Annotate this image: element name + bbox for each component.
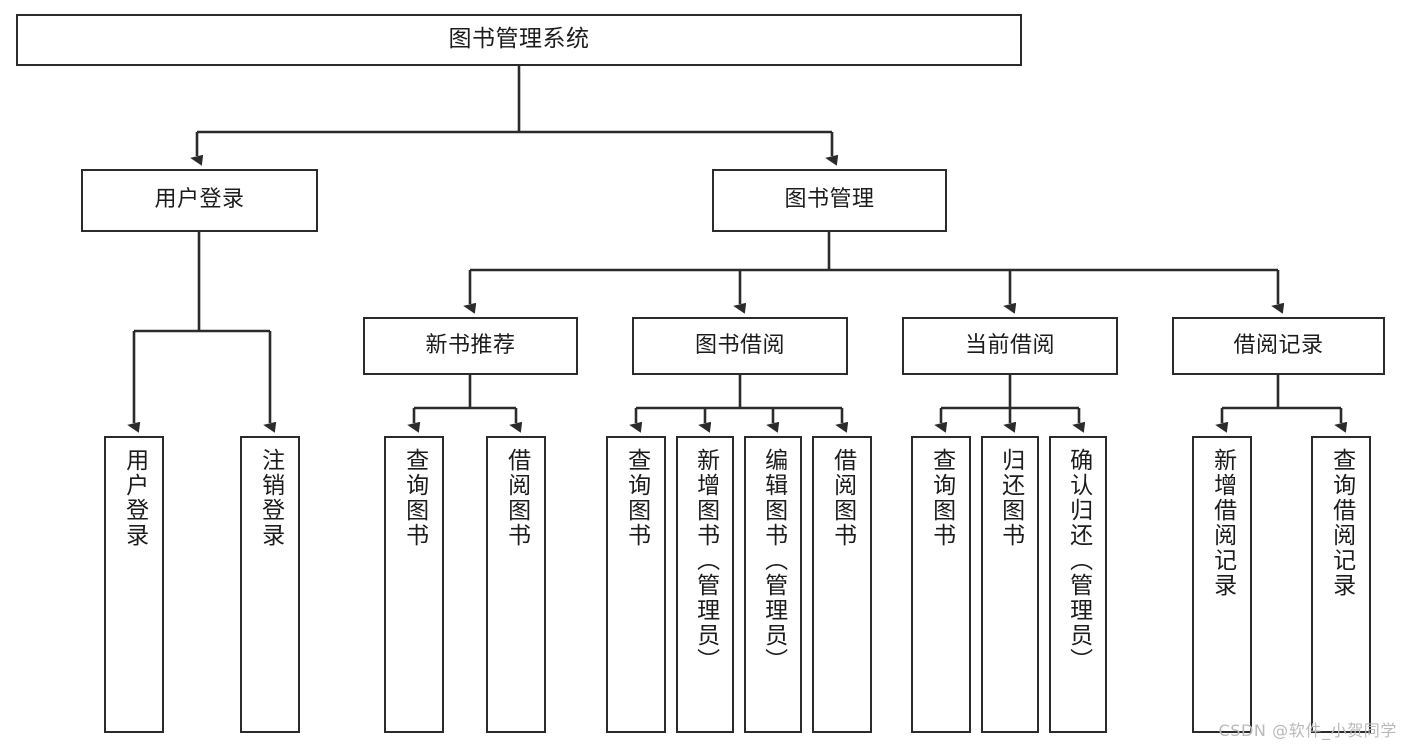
node-book-borrow[interactable]: 图书借阅	[632, 317, 848, 375]
watermark: CSDN @软件_小贺同学	[1218, 721, 1397, 740]
leaf-query-book-recommend[interactable]: 查询图书	[384, 436, 444, 733]
node-label: 查询图书	[623, 448, 650, 548]
leaf-query-book-current[interactable]: 查询图书	[911, 436, 971, 733]
node-borrow-record[interactable]: 借阅记录	[1172, 317, 1385, 375]
node-label: 借阅图书	[503, 448, 530, 548]
node-label: 新增图书（管理员）	[692, 448, 719, 673]
leaf-logout-login[interactable]: 注销登录	[240, 436, 300, 733]
leaf-query-borrow-record[interactable]: 查询借阅记录	[1311, 436, 1371, 733]
node-label: 确认归还（管理员）	[1065, 448, 1092, 673]
leaf-user-login[interactable]: 用户登录	[104, 436, 164, 733]
node-label: 注销登录	[257, 448, 284, 548]
leaf-borrow-book-recommend[interactable]: 借阅图书	[486, 436, 546, 733]
node-label: 用户登录	[154, 187, 245, 213]
node-label: 归还图书	[997, 448, 1024, 548]
node-label: 新书推荐	[425, 332, 516, 358]
leaf-add-book-admin[interactable]: 新增图书（管理员）	[676, 436, 734, 733]
leaf-add-borrow-record[interactable]: 新增借阅记录	[1192, 436, 1252, 733]
node-user-login[interactable]: 用户登录	[81, 169, 318, 232]
node-label: 查询图书	[401, 448, 428, 548]
node-label: 图书借阅	[694, 332, 785, 358]
node-label: 图书管理	[784, 187, 875, 213]
node-book-management-system[interactable]: 图书管理系统	[16, 14, 1022, 66]
leaf-borrow-book[interactable]: 借阅图书	[812, 436, 872, 733]
node-label: 查询借阅记录	[1328, 448, 1355, 598]
node-label: 借阅记录	[1233, 332, 1324, 358]
node-label: 图书管理系统	[448, 26, 590, 53]
node-label: 借阅图书	[829, 448, 856, 548]
node-label: 当前借阅	[964, 332, 1055, 358]
leaf-confirm-return-admin[interactable]: 确认归还（管理员）	[1049, 436, 1107, 733]
leaf-return-book[interactable]: 归还图书	[981, 436, 1039, 733]
node-new-book-recommend[interactable]: 新书推荐	[363, 317, 578, 375]
node-current-borrow[interactable]: 当前借阅	[902, 317, 1118, 375]
node-label: 用户登录	[121, 448, 148, 548]
node-book-management[interactable]: 图书管理	[712, 169, 947, 232]
node-label: 编辑图书（管理员）	[760, 448, 787, 673]
leaf-edit-book-admin[interactable]: 编辑图书（管理员）	[744, 436, 802, 733]
leaf-query-book-borrow[interactable]: 查询图书	[606, 436, 666, 733]
node-label: 查询图书	[928, 448, 955, 548]
node-label: 新增借阅记录	[1209, 448, 1236, 598]
